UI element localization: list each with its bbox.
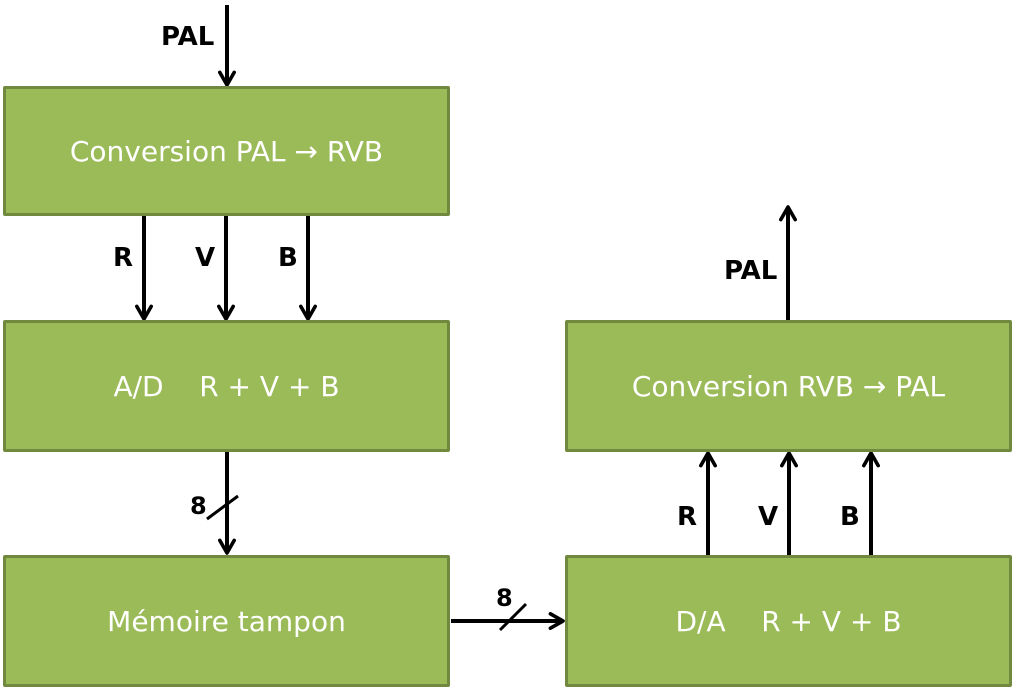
label-v-left: V (195, 243, 216, 273)
label-r-right: R (677, 502, 698, 532)
bus-slash-vertical (206, 494, 239, 521)
label-v-right: V (758, 502, 779, 532)
label-pal-input: PAL (161, 22, 215, 52)
block-pal-to-rgb: Conversion PAL → RVB (3, 86, 450, 216)
block-rgb-to-pal: Conversion RVB → PAL (565, 320, 1012, 452)
block-adc: A/D R + V + B (3, 320, 450, 452)
bus-slash-horizontal (498, 602, 528, 632)
label-bus-width-vertical: 8 (190, 492, 207, 520)
label-pal-output: PAL (724, 256, 778, 286)
label-b-right: B (840, 502, 860, 532)
block-buffer-memory: Mémoire tampon (3, 555, 450, 687)
label-bus-width-horizontal: 8 (496, 584, 513, 612)
label-r-left: R (113, 243, 134, 273)
block-dac: D/A R + V + B (565, 555, 1012, 687)
label-b-left: B (278, 243, 298, 273)
